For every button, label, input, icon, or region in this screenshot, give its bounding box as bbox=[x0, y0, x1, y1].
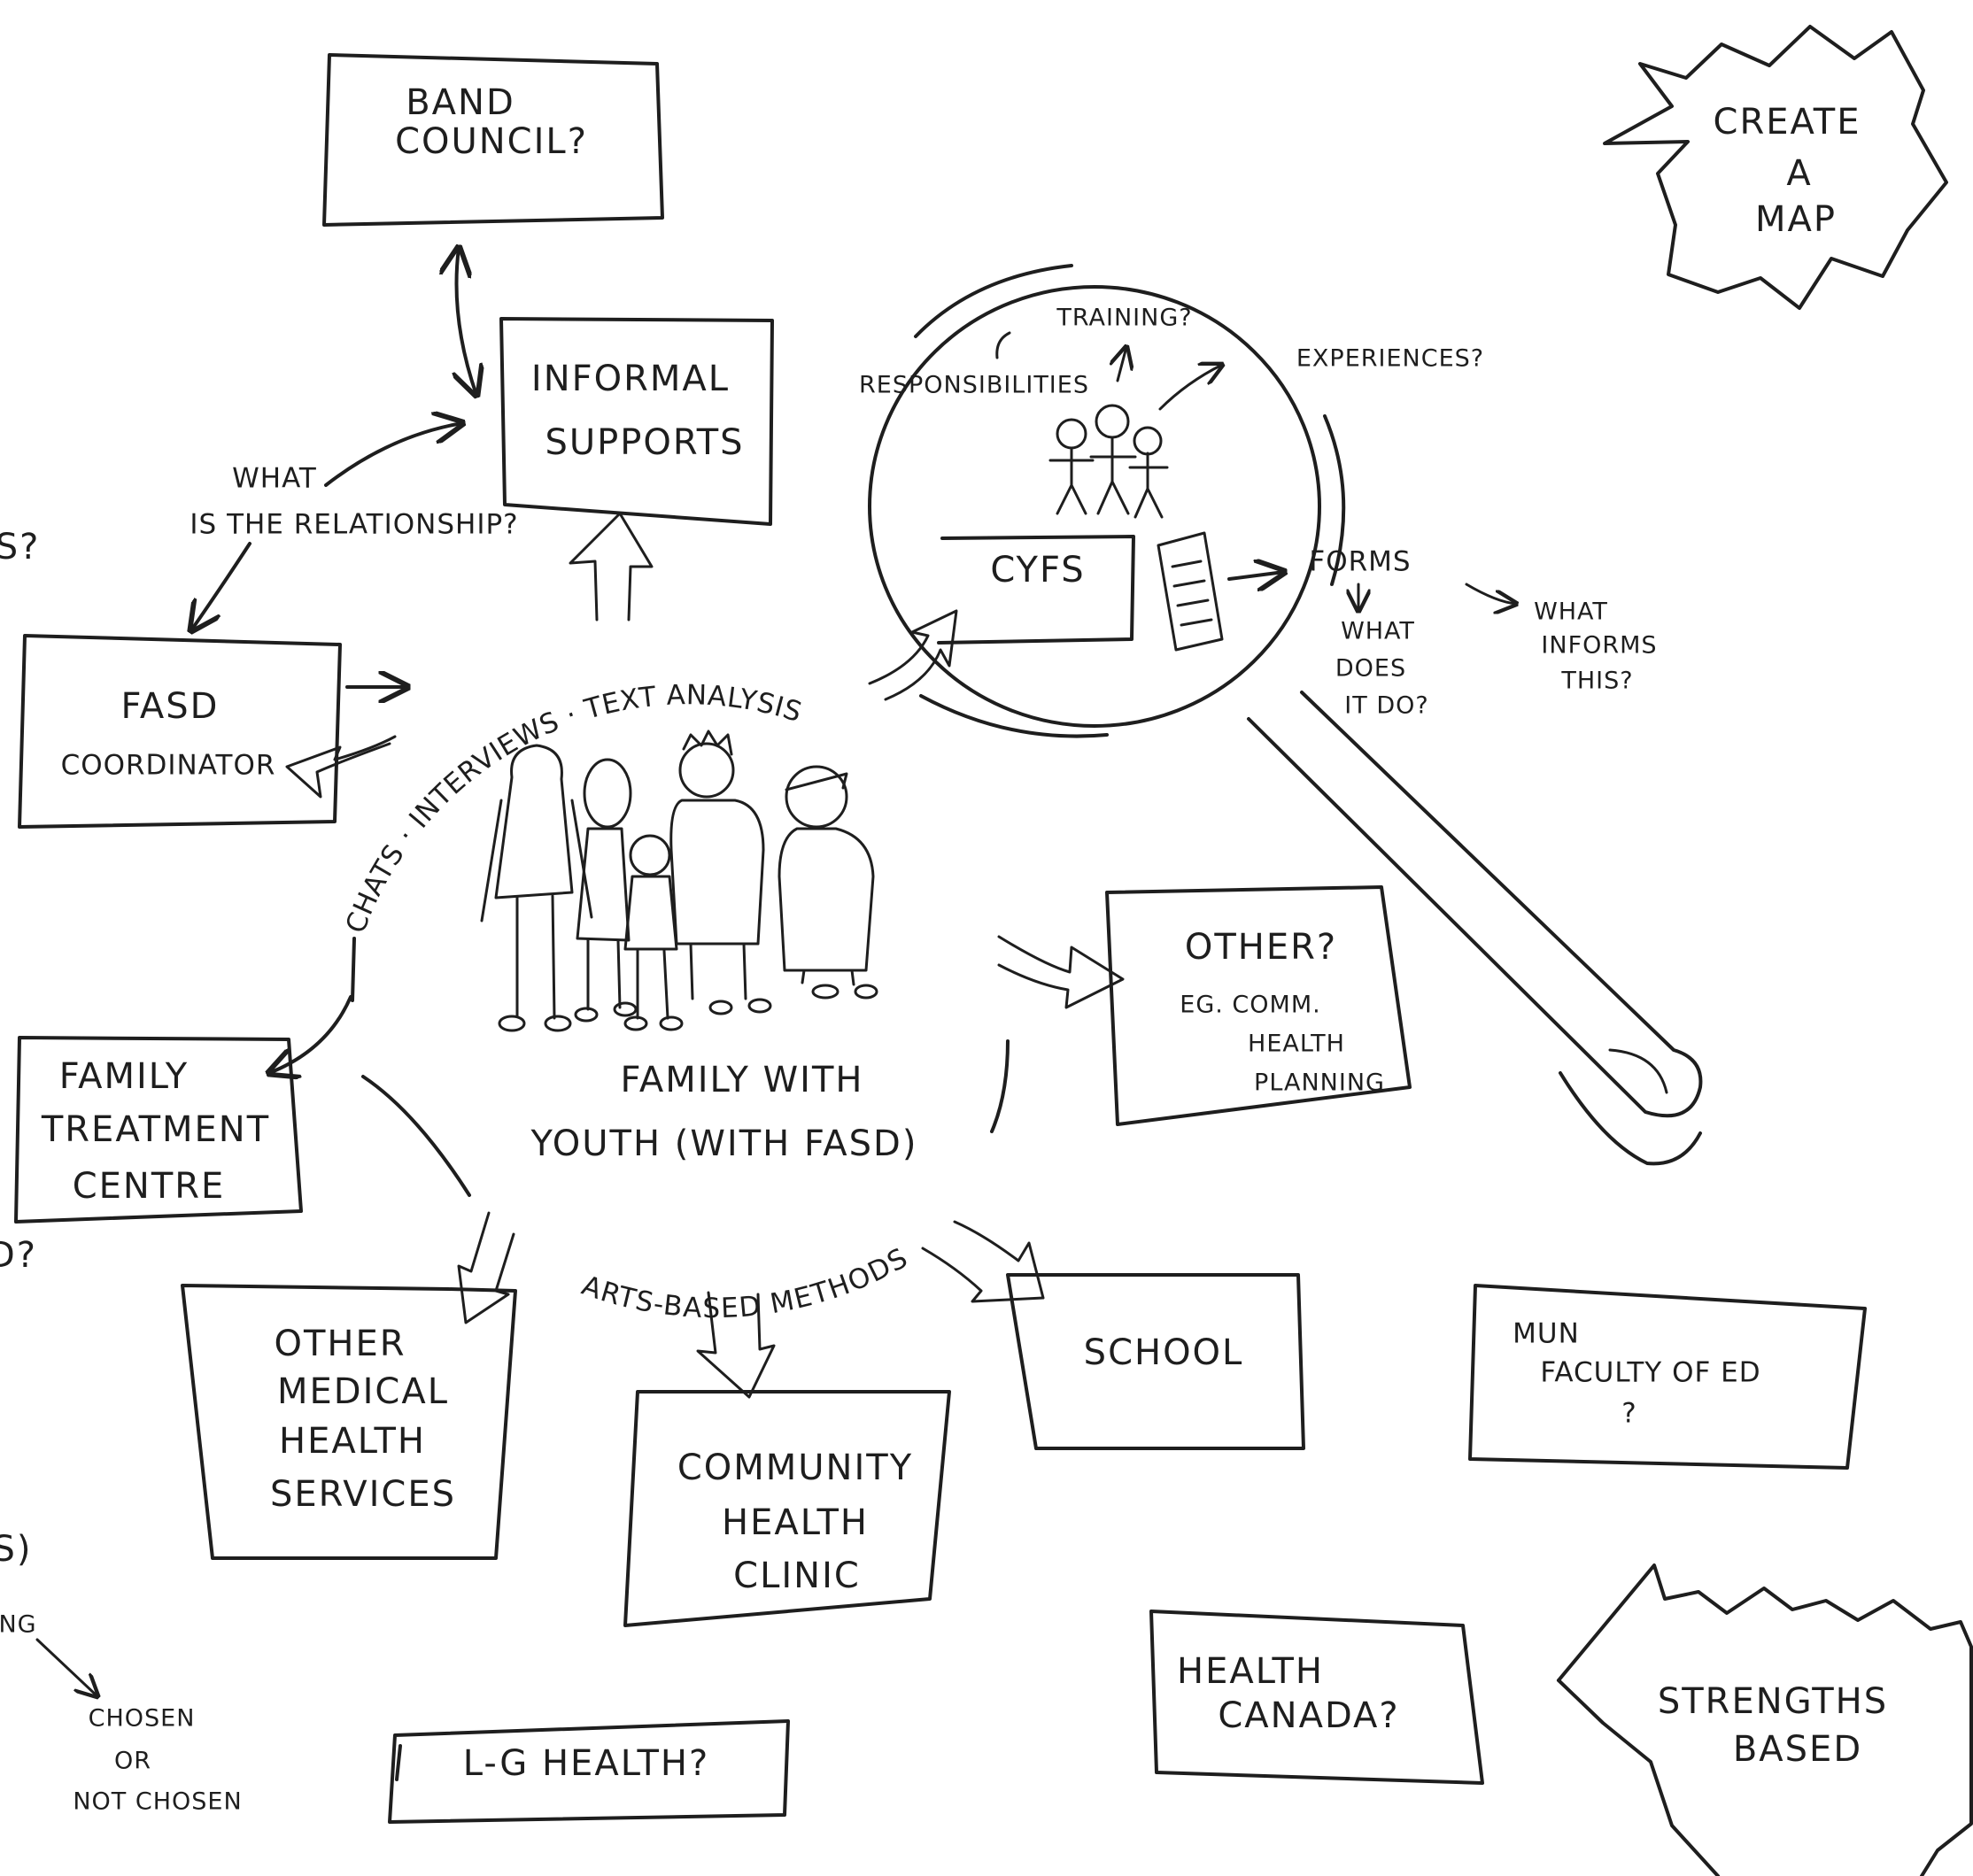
other-box: OTHER? EG. COMM. HEALTH PLANNING bbox=[1105, 885, 1412, 1126]
fasd-in-hollow-arrow bbox=[285, 735, 397, 799]
other-line-4: PLANNING bbox=[1254, 1069, 1385, 1097]
what-does-line-3: IT DO? bbox=[1344, 692, 1428, 720]
clinic-line-2: HEALTH bbox=[722, 1502, 869, 1543]
hollow-arrow-to-school bbox=[921, 1220, 1045, 1303]
family-treatment-centre-box: FAMILY TREATMENT CENTRE bbox=[14, 1036, 303, 1224]
chosen-line-3: NOT CHOSEN bbox=[73, 1788, 242, 1816]
relationship-arrow-to-informal bbox=[324, 423, 462, 487]
margin-q2: D? bbox=[0, 1235, 37, 1276]
other-medical-box: OTHER MEDICAL HEALTH SERVICES bbox=[181, 1284, 517, 1560]
relationship-arrow-to-fasd bbox=[191, 542, 251, 630]
hollow-arrow-to-clinic bbox=[696, 1291, 776, 1399]
health-canada-line-1: HEALTH bbox=[1177, 1651, 1324, 1692]
margin-arrow bbox=[35, 1638, 97, 1696]
informal-supports-line-2: SUPPORTS bbox=[545, 422, 744, 463]
experiences-label: EXPERIENCES? bbox=[1296, 345, 1484, 373]
family-treatment-line-3: CENTRE bbox=[73, 1166, 226, 1207]
create-a-map-burst: CREATE A MAP bbox=[1603, 25, 1948, 310]
hollow-arrow-to-cyfs bbox=[868, 609, 958, 701]
clinic-line-1: COMMUNITY bbox=[677, 1448, 913, 1488]
chosen-line-1: CHOSEN bbox=[89, 1705, 196, 1733]
what-informs-line-3: THIS? bbox=[1560, 668, 1633, 695]
band-council-informal-arrow bbox=[457, 248, 477, 395]
arrow-to-family-treatment bbox=[269, 995, 352, 1073]
informal-supports-line-1: INFORMAL bbox=[531, 359, 730, 399]
forms-document-icon bbox=[1157, 531, 1224, 652]
school-box: SCHOOL bbox=[1006, 1273, 1305, 1450]
what-does-line-2: DOES bbox=[1335, 655, 1406, 683]
family-caption-line-2: YOUTH (WITH FASD) bbox=[530, 1123, 918, 1164]
school-label: SCHOOL bbox=[1084, 1332, 1244, 1373]
cyfs-group: CYFS bbox=[937, 404, 1224, 652]
family-caption-line-1: FAMILY WITH bbox=[621, 1060, 864, 1100]
left-margin-fragments: S? D? S) NG CHOSEN OR NOT CHOSEN bbox=[0, 527, 242, 1816]
family-treatment-line-1: FAMILY bbox=[59, 1056, 189, 1097]
ring-left-segment bbox=[351, 937, 356, 1002]
margin-q1: S? bbox=[0, 527, 40, 567]
ring-right-segment bbox=[990, 1039, 1010, 1133]
other-medical-line-4: SERVICES bbox=[270, 1474, 456, 1515]
cyfs-label: CYFS bbox=[990, 550, 1085, 591]
arrow-from-family-treatment bbox=[361, 1075, 471, 1197]
relationship-line-2: IS THE RELATIONSHIP? bbox=[190, 509, 518, 541]
strengths-line-2: BASED bbox=[1733, 1729, 1862, 1770]
other-line-1: OTHER? bbox=[1185, 927, 1337, 968]
lg-health-box: L-G HEALTH? bbox=[388, 1719, 790, 1824]
relationship-line-1: WHAT bbox=[232, 463, 317, 495]
create-line-1: CREATE bbox=[1714, 102, 1861, 143]
other-line-2: EG. COMM. bbox=[1180, 992, 1320, 1019]
responsibilities-label: RESPONSIBILITIES bbox=[859, 372, 1089, 399]
mun-line-1: MUN bbox=[1513, 1318, 1580, 1350]
fasd-coordinator-line-1: FASD bbox=[121, 686, 220, 727]
other-line-3: HEALTH bbox=[1248, 1031, 1345, 1058]
training-label: TRAINING? bbox=[1056, 305, 1192, 332]
hollow-arrow-to-informal bbox=[569, 512, 654, 621]
magnifying-glass bbox=[868, 264, 1703, 1166]
forms-annotation: FORMS WHAT DOES IT DO? bbox=[1309, 546, 1428, 720]
fasd-coordinator-box: FASD COORDINATOR bbox=[18, 634, 342, 829]
family-figures bbox=[480, 730, 878, 1032]
family-caption: FAMILY WITH YOUTH (WITH FASD) bbox=[530, 1060, 918, 1164]
other-medical-line-2: MEDICAL bbox=[277, 1371, 449, 1412]
mun-line-3: ? bbox=[1621, 1398, 1636, 1430]
what-informs-annotation: WHAT INFORMS THIS? bbox=[1465, 583, 1657, 695]
create-line-3: MAP bbox=[1755, 199, 1837, 240]
lg-health-label: L-G HEALTH? bbox=[463, 1743, 709, 1784]
create-line-2: A bbox=[1786, 153, 1812, 194]
band-council-line-1: BAND bbox=[406, 82, 515, 123]
what-informs-line-1: WHAT bbox=[1534, 598, 1608, 626]
other-medical-line-1: OTHER bbox=[274, 1324, 406, 1364]
community-health-clinic-box: COMMUNITY HEALTH CLINIC bbox=[623, 1390, 951, 1627]
health-canada-line-2: CANADA? bbox=[1218, 1695, 1399, 1736]
strengths-based-burst: STRENGTHS BASED bbox=[1557, 1563, 1973, 1876]
fasd-coordinator-line-2: COORDINATOR bbox=[61, 750, 276, 782]
health-canada-box: HEALTH CANADA? bbox=[1149, 1610, 1484, 1785]
relationship-question: WHAT IS THE RELATIONSHIP? bbox=[190, 463, 518, 541]
training-annotation: TRAINING? bbox=[995, 305, 1192, 359]
margin-paren: S) bbox=[0, 1529, 33, 1570]
forms-arrow bbox=[1227, 572, 1284, 579]
what-informs-line-2: INFORMS bbox=[1541, 632, 1657, 660]
responsibilities-annotation: RESPONSIBILITIES bbox=[859, 347, 1126, 399]
informal-supports-box: INFORMAL SUPPORTS bbox=[499, 317, 774, 526]
cyfs-stick-figures bbox=[1048, 404, 1169, 519]
mun-line-2: FACULTY OF ED bbox=[1540, 1357, 1760, 1389]
forms-label: FORMS bbox=[1309, 546, 1411, 578]
clinic-line-3: CLINIC bbox=[733, 1556, 861, 1596]
mun-faculty-box: MUN FACULTY OF ED ? bbox=[1468, 1284, 1867, 1470]
strengths-line-1: STRENGTHS bbox=[1658, 1681, 1888, 1722]
band-council-box: BAND COUNCIL? bbox=[322, 53, 664, 227]
hollow-arrow-to-other bbox=[997, 935, 1125, 1009]
band-council-line-2: COUNCIL? bbox=[395, 121, 588, 162]
other-medical-line-3: HEALTH bbox=[279, 1421, 426, 1462]
margin-ng: NG bbox=[0, 1611, 37, 1639]
methods-arc-bottom: ARTS-BASED METHODS bbox=[577, 1241, 913, 1324]
family-treatment-line-2: TREATMENT bbox=[41, 1109, 270, 1150]
chosen-line-2: OR bbox=[114, 1748, 151, 1775]
experiences-annotation: EXPERIENCES? bbox=[1158, 345, 1484, 411]
hollow-arrow-to-other-medical bbox=[457, 1211, 515, 1324]
what-does-line-1: WHAT bbox=[1341, 618, 1415, 645]
